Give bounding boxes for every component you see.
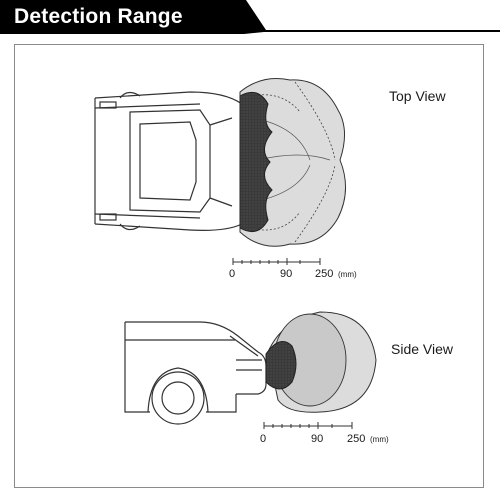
side-view-outer-zone	[267, 311, 377, 413]
top-scale-tick-0: 0	[229, 268, 236, 280]
side-view-car	[124, 321, 267, 425]
top-view-inner-zone	[239, 91, 273, 233]
side-scale-unit: (mm)	[370, 435, 389, 444]
diagram-frame	[14, 44, 484, 488]
top-scale-tick-90: 90	[280, 268, 293, 280]
side-scale-tick-90: 90	[311, 433, 324, 445]
side-view-inner-zone	[265, 341, 297, 390]
header-bar: Detection Range	[0, 0, 500, 34]
header-title: Detection Range	[14, 5, 183, 28]
top-view-scale-ruler	[232, 258, 321, 265]
side-scale-tick-250: 250	[347, 433, 366, 445]
top-view-label: Top View	[389, 88, 446, 104]
top-view-car	[94, 91, 251, 231]
side-scale-tick-0: 0	[260, 433, 267, 445]
side-view-label: Side View	[391, 341, 454, 357]
side-view-scale-ruler	[263, 422, 353, 429]
top-scale-tick-250: 250	[315, 268, 334, 280]
top-scale-unit: (mm)	[338, 270, 357, 279]
header-background	[0, 0, 500, 34]
